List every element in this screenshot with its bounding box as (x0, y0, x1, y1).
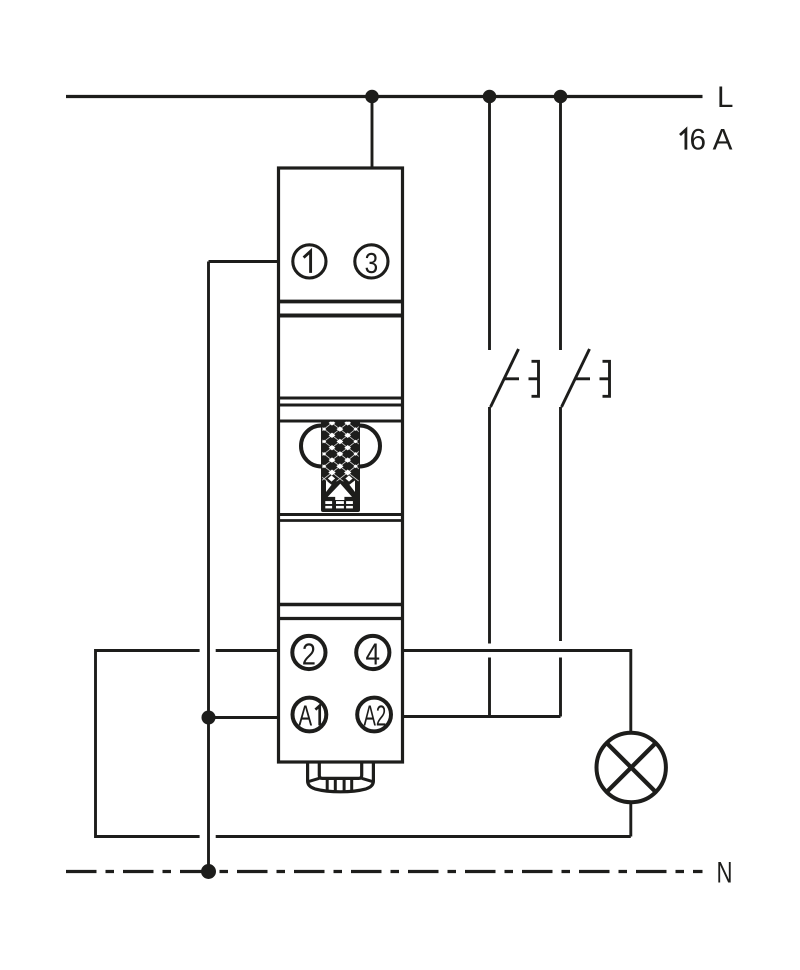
svg-text:N: N (717, 857, 733, 890)
svg-text:4: 4 (366, 636, 381, 671)
svg-text:L: L (717, 81, 733, 114)
svg-text:6 A: 6 A (690, 124, 733, 157)
svg-text:3: 3 (365, 248, 379, 280)
svg-text:A: A (298, 700, 312, 732)
svg-text:2: 2 (302, 636, 316, 671)
svg-text:A2: A2 (364, 700, 387, 732)
